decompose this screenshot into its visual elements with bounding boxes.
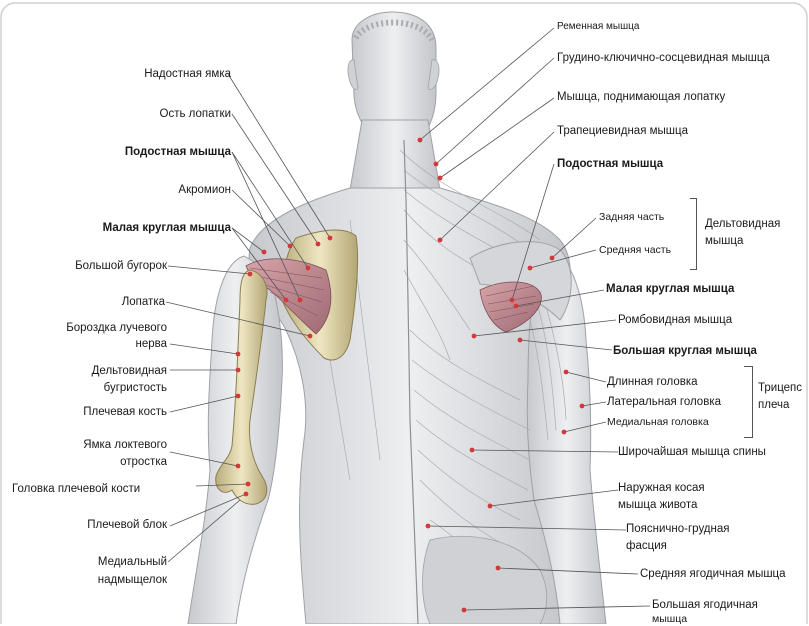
label-teres-minor-left: Малая круглая мышца [103,221,231,235]
label-supraspinous-fossa: Надостная ямка [144,67,231,81]
label-infraspinatus-right: Подостная мышца [557,157,663,171]
label-triceps-line2: плеча [758,398,789,412]
label-levator-scapulae: Мышца, поднимающая лопатку [557,90,725,104]
label-scapula: Лопатка [122,295,165,309]
label-external-oblique-line1: Наружная косая [618,481,705,495]
label-latissimus: Широчайшая мышца спины [618,445,766,459]
label-spine-of-scapula: Ость лопатки [160,107,231,121]
deltoid-bracket [690,198,697,270]
label-lateral-head: Латеральная головка [607,395,721,409]
label-radial-groove-line2: нерва [135,337,167,351]
label-deltoid-line2: мышца [705,234,743,248]
label-medial-head: Медиальная головка [607,415,709,429]
label-external-oblique-line2: мышца живота [618,498,697,512]
label-trapezius: Трапециевидная мышца [557,124,688,138]
label-gluteus-medius: Средняя ягодичная мышца [640,567,786,581]
label-deltoid-posterior: Задняя часть [599,210,664,224]
neck [350,120,440,190]
label-sternocleidomastoid: Грудино-ключично-сосцевидная мышца [557,51,770,65]
label-medial-epicondyle-line1: Медиальный [98,555,167,569]
label-thoracolumbar-line1: Пояснично-грудная [626,522,730,536]
label-long-head: Длинная головка [607,375,698,389]
label-trochlea: Плечевой блок [87,518,167,532]
label-deltoid-tuberosity-line1: Дельтовидная [92,364,167,378]
label-radial-groove-line1: Бороздка лучевого [66,321,167,335]
triceps-bracket [744,366,753,438]
label-splenius: Ременная мышца [557,20,639,34]
label-gluteus-maximus-line1: Большая ягодичная [652,598,758,612]
label-infraspinatus-left: Подостная мышца [125,145,231,159]
label-acromion: Акромион [178,183,231,197]
label-medial-epicondyle-line2: надмыщелок [98,573,167,587]
label-greater-tubercle: Большой бугорок [75,259,167,273]
label-olecranon-fossa-line1: Ямка локтевого [83,438,167,452]
label-teres-minor-right: Малая круглая мышца [606,282,734,296]
label-humerus: Плечевая кость [83,405,167,419]
label-humerus-head: Головка плечевой кости [12,482,140,496]
label-deltoid-middle: Средняя часть [599,243,671,257]
label-deltoid-line1: Дельтовидная [705,217,780,231]
label-rhomboid: Ромбовидная мышца [618,313,732,327]
label-olecranon-fossa-line2: отростка [120,455,167,469]
label-thoracolumbar-line2: фасция [626,539,667,553]
label-deltoid-tuberosity-line2: бугристость [104,381,167,395]
label-teres-major: Большая круглая мышца [613,344,757,358]
label-triceps-line1: Трицепс [758,381,802,395]
